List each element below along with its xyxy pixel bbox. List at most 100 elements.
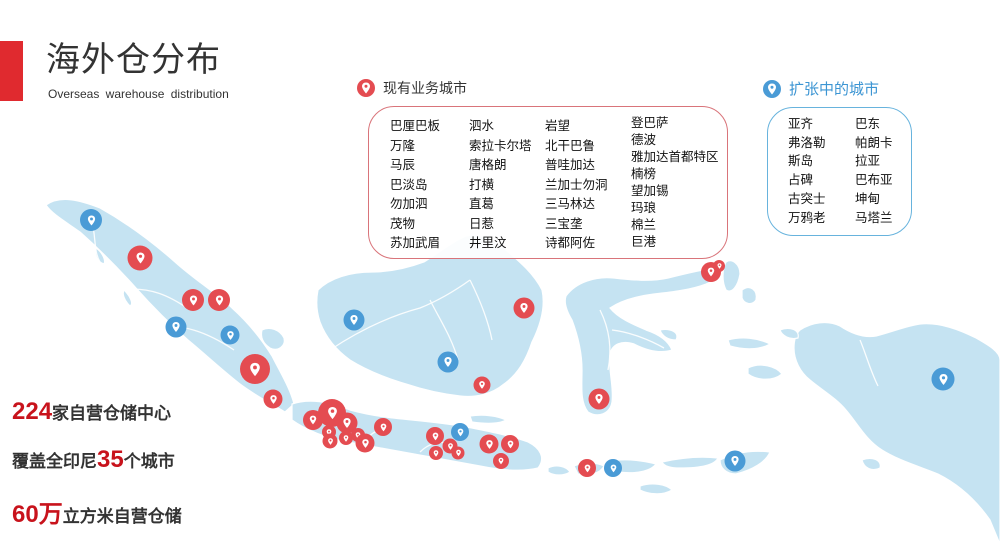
location-pin-icon — [343, 418, 351, 428]
city-name: 马辰 — [390, 157, 416, 172]
location-pin-icon — [269, 394, 277, 404]
existing-city-pin[interactable] — [374, 418, 392, 436]
city-name: 登巴萨 — [631, 115, 669, 130]
location-pin-icon — [189, 295, 197, 305]
expanding-cities-box: 亚齐 弗洛勒 斯岛 占碑 古突士 万鸦老 巴东 帕朗卡 拉亚 巴布亚 坤甸 马塔… — [767, 107, 912, 236]
page-subtitle: Overseas warehouse distribution — [48, 87, 229, 101]
accent-bar — [0, 41, 23, 101]
city-name: 占碑 — [788, 172, 814, 188]
expanding-city-pin[interactable] — [165, 316, 187, 338]
location-pin-icon — [707, 267, 715, 277]
existing-city-pin[interactable] — [513, 297, 535, 319]
location-pin-icon — [380, 423, 386, 431]
city-name: 帕朗卡 — [855, 134, 893, 150]
city-name: 巴淡岛 — [390, 176, 428, 192]
city-name: 德波 — [631, 132, 657, 147]
location-pin-icon — [343, 434, 349, 442]
location-pin-icon — [309, 415, 317, 425]
existing-cities-box: 巴厘巴板 万隆 马辰 巴淡岛 勿加泗 茂物 苏加武眉 泗水 索拉卡尔塔 唐格朗 … — [368, 106, 728, 259]
existing-city-pin[interactable] — [127, 245, 153, 271]
location-pin-icon — [226, 330, 234, 340]
existing-cities-column-3: 岩望 北干巴鲁 普哇加达 兰加士勿洞 三马林达 三宝垄 诗都阿佐 — [545, 116, 608, 253]
city-name: 坤甸 — [855, 190, 881, 206]
existing-cities-column-1: 巴厘巴板 万隆 马辰 巴淡岛 勿加泗 茂物 苏加武眉 — [390, 116, 440, 253]
existing-city-pin[interactable] — [355, 433, 375, 453]
location-pin-icon — [610, 464, 616, 472]
expanding-cities-column-2: 巴东 帕朗卡 拉亚 巴布亚 坤甸 马塔兰 — [855, 115, 893, 227]
city-name: 斯岛 — [788, 153, 814, 169]
stat-number: 35 — [97, 446, 124, 473]
existing-city-pin[interactable] — [240, 354, 270, 384]
existing-city-pin[interactable] — [588, 388, 610, 410]
location-pin-icon — [444, 357, 452, 367]
city-name: 打横 — [469, 176, 495, 192]
stat-warehouse-centers: 224家自营仓储中心 — [12, 398, 172, 425]
location-pin-icon — [327, 406, 337, 420]
stat-number: 224 — [12, 398, 53, 425]
existing-city-pin[interactable] — [713, 260, 725, 272]
existing-city-pin[interactable] — [479, 434, 499, 454]
location-pin-icon — [433, 449, 439, 457]
city-name: 唐格朗 — [469, 157, 507, 172]
location-pin-icon — [250, 362, 260, 376]
location-pin-icon — [136, 252, 144, 264]
city-name: 马塔兰 — [855, 209, 893, 225]
expanding-city-pin[interactable] — [451, 423, 469, 441]
expanding-city-pin[interactable] — [931, 367, 955, 391]
city-name: 勿加泗 — [390, 196, 428, 211]
island-papua — [793, 321, 1000, 544]
expanding-city-pin[interactable] — [437, 351, 459, 373]
expanding-city-pin[interactable] — [220, 325, 240, 345]
location-pin-icon — [357, 79, 375, 97]
island-sumba — [639, 483, 673, 495]
existing-city-pin[interactable] — [263, 389, 283, 409]
existing-city-pin[interactable] — [451, 446, 465, 460]
city-name: 玛琅 — [631, 200, 657, 215]
existing-city-pin[interactable] — [501, 435, 519, 453]
city-name: 楠榜 — [631, 166, 657, 181]
city-name: 巴布亚 — [855, 172, 893, 188]
city-name: 苏加武眉 — [390, 235, 441, 250]
stat-number: 60万 — [12, 501, 63, 528]
city-name: 井里汶 — [469, 235, 507, 250]
city-name: 古突士 — [788, 190, 826, 206]
existing-city-pin[interactable] — [473, 376, 491, 394]
expanding-city-pin[interactable] — [80, 209, 102, 231]
location-pin-icon — [520, 303, 528, 313]
city-name: 亚齐 — [788, 116, 814, 131]
island-bali — [547, 465, 571, 476]
city-name: 兰加士勿洞 — [545, 176, 608, 192]
legend-existing-cities: 现有业务城市 — [357, 78, 467, 98]
existing-city-pin[interactable] — [426, 427, 444, 445]
page-title: 海外仓分布 — [46, 40, 221, 80]
city-name: 三宝垄 — [545, 215, 583, 231]
island-sumatra — [45, 198, 295, 413]
existing-city-pin[interactable] — [336, 412, 358, 434]
existing-city-pin[interactable] — [429, 446, 443, 460]
existing-city-pin[interactable] — [208, 289, 230, 311]
existing-city-pin[interactable] — [182, 289, 204, 311]
expanding-cities-column-1: 亚齐 弗洛勒 斯岛 占碑 古突士 万鸦老 — [788, 115, 826, 227]
existing-city-pin[interactable] — [339, 431, 353, 445]
city-name: 泗水 — [469, 118, 495, 133]
stat-cities-covered: 覆盖全印尼35个城市 — [12, 446, 175, 473]
legend-existing-label: 现有业务城市 — [383, 81, 467, 97]
legend-expanding-cities: 扩张中的城市 — [763, 78, 879, 99]
existing-city-pin[interactable] — [493, 453, 509, 469]
existing-city-pin[interactable] — [322, 433, 338, 449]
city-name: 拉亚 — [855, 153, 881, 169]
legend-expanding-label: 扩张中的城市 — [789, 80, 880, 98]
location-pin-icon — [447, 442, 453, 450]
city-name: 弗洛勒 — [788, 134, 826, 150]
location-pin-icon — [731, 456, 739, 466]
expanding-city-pin[interactable] — [604, 459, 622, 477]
island-madura — [469, 414, 508, 424]
expanding-city-pin[interactable] — [343, 309, 365, 331]
location-pin-icon — [485, 439, 493, 449]
expanding-city-pin[interactable] — [724, 450, 746, 472]
existing-city-pin[interactable] — [578, 459, 596, 477]
location-pin-icon — [595, 394, 603, 404]
island-sulawesi — [564, 267, 718, 416]
location-pin-icon — [763, 79, 781, 98]
existing-cities-column-4: 登巴萨 德波 雅加达首都特区 楠榜 望加锡 玛琅 棉兰 巨港 — [631, 114, 719, 250]
